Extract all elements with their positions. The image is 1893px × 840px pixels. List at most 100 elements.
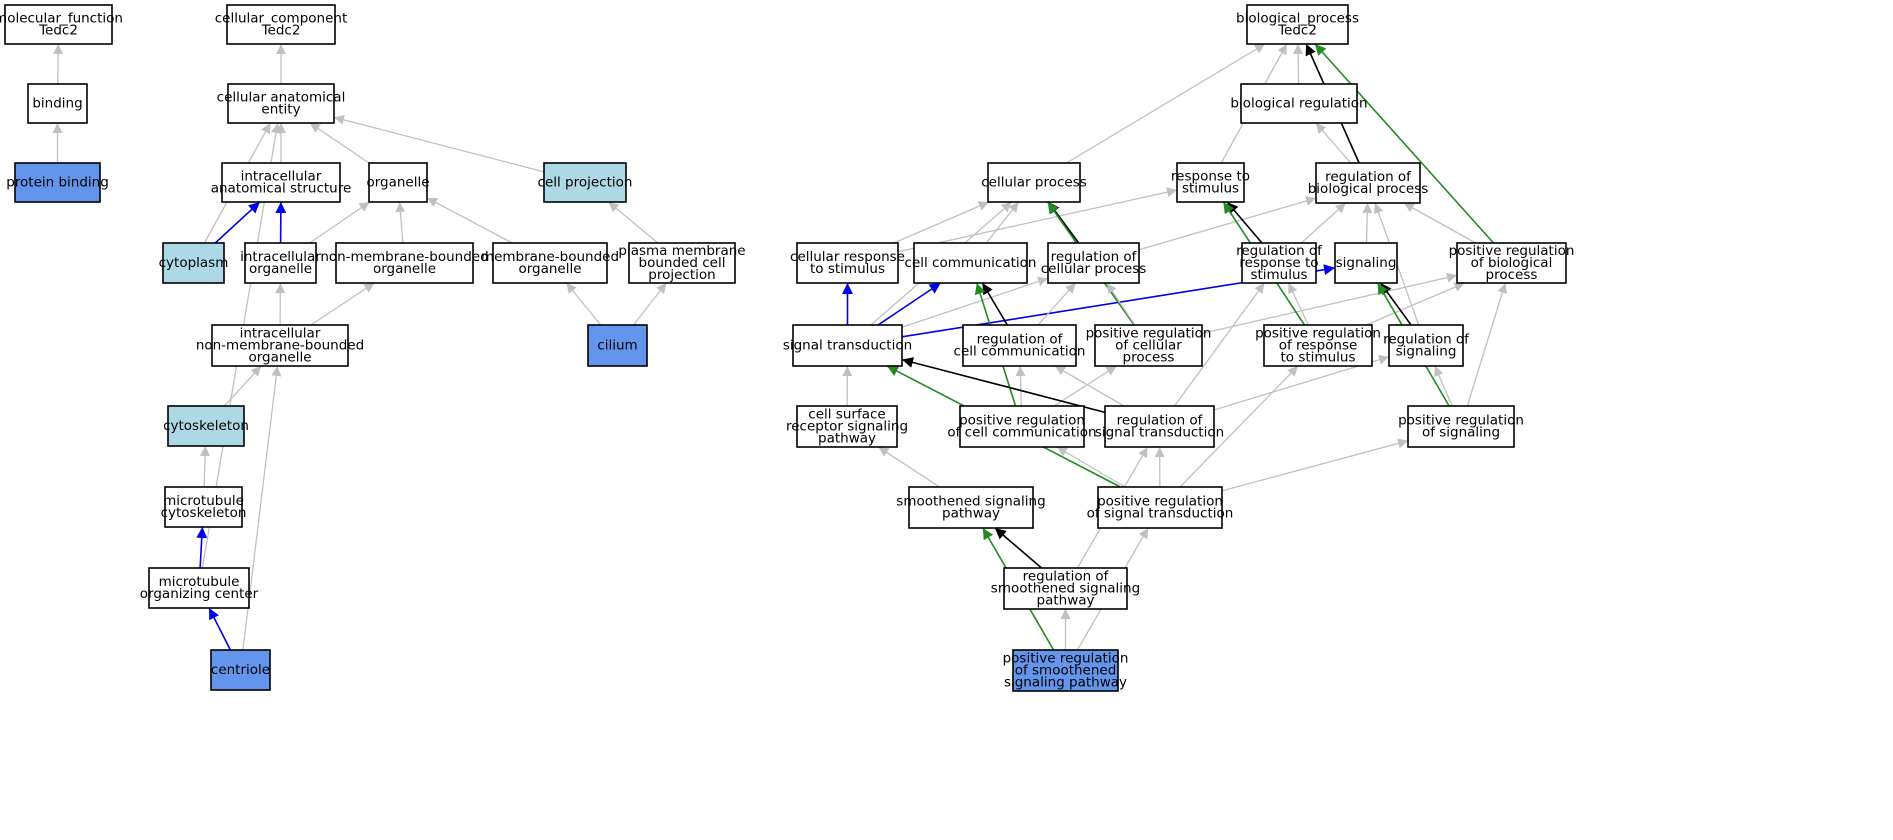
edge-cytoskel-to-inmbo xyxy=(223,365,262,407)
node-label: organelle xyxy=(248,350,311,366)
edge-mbo-to-organelle xyxy=(426,197,513,244)
node-box xyxy=(1097,486,1223,529)
node-box xyxy=(1334,242,1398,284)
edge-mtcyto-to-cytoskel xyxy=(200,445,211,488)
node-box xyxy=(492,242,608,284)
node-label: positive regulation xyxy=(1097,494,1223,510)
node-label: smoothened signaling xyxy=(991,581,1140,597)
node-label: regulation of xyxy=(1383,332,1470,348)
node-label: cell projection xyxy=(538,175,633,191)
node-box xyxy=(1407,405,1515,448)
node-label: pathway xyxy=(818,431,876,447)
node-organelle[interactable]: organelle xyxy=(366,162,430,203)
node-inmbo[interactable]: intracellularnon-membrane-boundedorganel… xyxy=(196,324,364,367)
node-bioreg[interactable]: biological regulation xyxy=(1230,83,1368,124)
node-label: process xyxy=(1486,267,1538,283)
node-box xyxy=(1003,567,1128,610)
node-label: cilium xyxy=(597,338,637,354)
node-box xyxy=(1246,4,1349,45)
node-box xyxy=(164,486,243,528)
edge-posregsig-to-regsig xyxy=(1434,365,1453,407)
node-sigtrans[interactable]: signal transduction xyxy=(783,324,912,367)
node-cilium[interactable]: cilium xyxy=(587,324,648,367)
node-label: cellular process xyxy=(981,175,1087,191)
node-label: biological_process xyxy=(1236,11,1359,27)
node-box xyxy=(792,324,903,367)
node-label: microtubule xyxy=(159,574,240,590)
edge-sigtrans-to-cellcomm xyxy=(877,282,942,326)
edge-regbp-to-bioreg xyxy=(1315,122,1352,164)
node-binding[interactable]: binding xyxy=(27,83,88,124)
node-label: positive regulation xyxy=(1003,651,1129,667)
edge-bioreg-to-bp xyxy=(1293,43,1304,85)
edge-crs-to-cellproc xyxy=(893,201,990,244)
node-label: positive regulation xyxy=(959,413,1085,429)
node-box xyxy=(628,242,736,284)
node-box xyxy=(1094,324,1203,367)
edge-regcc-to-cellcomm xyxy=(981,282,1009,326)
node-centriole[interactable]: centriole xyxy=(210,649,271,691)
node-label: cytoplasm xyxy=(159,255,229,271)
node-label: process xyxy=(1123,350,1175,366)
node-cellcomm[interactable]: cell communication xyxy=(905,242,1037,284)
node-label: binding xyxy=(32,96,82,112)
edge-posregst-to-posregsig xyxy=(1221,438,1409,492)
node-label: of signal transduction xyxy=(1087,506,1234,522)
edge-regst-to-sigtrans xyxy=(901,357,1106,414)
node-box xyxy=(167,405,245,447)
edge-crs-to-resp xyxy=(897,187,1178,253)
node-box xyxy=(221,162,341,203)
edge-organelle-to-cae xyxy=(309,122,370,164)
node-label: smoothened signaling xyxy=(896,494,1045,510)
edge-nmbo-to-organelle xyxy=(395,201,406,244)
edge-posregrs-to-regrs xyxy=(1287,282,1309,326)
edge-posregcp-to-posregbp xyxy=(1201,272,1458,334)
node-cytoplasm[interactable]: cytoplasm xyxy=(159,242,229,284)
edge-intorg-to-organelle xyxy=(309,201,370,244)
node-box xyxy=(796,405,898,448)
node-protbind[interactable]: protein binding xyxy=(6,162,109,203)
node-cytoskel[interactable]: cytoskeleton xyxy=(163,405,249,447)
node-box xyxy=(1047,242,1140,284)
edge-posregcc-to-regcc xyxy=(1015,365,1026,407)
node-cellproj[interactable]: cell projection xyxy=(538,162,633,203)
node-label: cellular process xyxy=(1041,261,1147,277)
node-label: positive regulation xyxy=(1086,326,1212,342)
edge-smoothsp-to-csrsp xyxy=(878,446,940,488)
edge-signaling-to-regbp xyxy=(1362,202,1373,244)
node-label: Tedc2 xyxy=(38,23,78,39)
node-box xyxy=(1012,649,1119,692)
node-box xyxy=(162,242,225,284)
node-signaling[interactable]: signaling xyxy=(1334,242,1398,284)
node-cellproc[interactable]: cellular process xyxy=(981,162,1087,203)
